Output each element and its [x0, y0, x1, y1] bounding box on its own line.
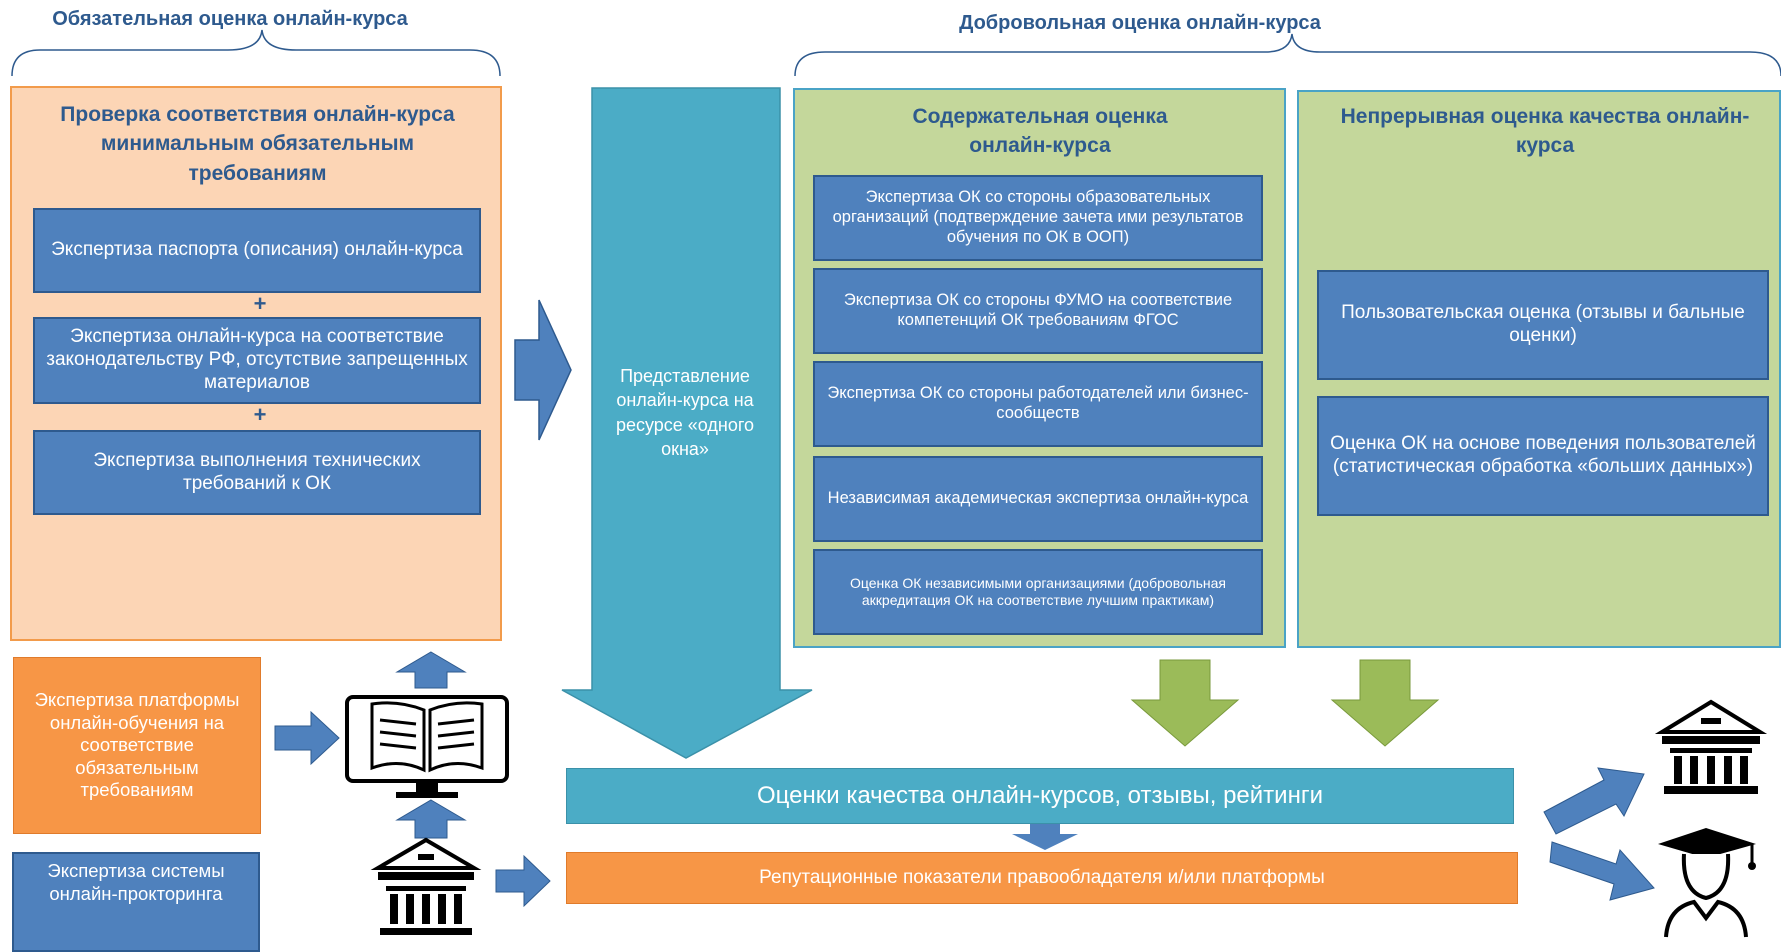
continuous-eval-title: Непрерывная оценка качества онлайн-курса	[1340, 105, 1750, 158]
graduate-icon	[1658, 828, 1756, 938]
institution-building-icon	[370, 837, 482, 935]
diagonal-down-arrow-icon	[1549, 841, 1655, 901]
diagonal-up-arrow-icon	[1543, 767, 1645, 835]
content-eval-item-academic: Независимая академическая экспертиза онл…	[813, 456, 1263, 542]
one-window-label: Представление онлайн-курса на ресурсе «о…	[615, 366, 755, 459]
building-right-arrow-icon	[495, 854, 551, 908]
mandatory-item-technical: Экспертиза выполнения технических требов…	[33, 430, 481, 515]
right-arrow-icon	[514, 299, 572, 441]
content-eval-item-fumo: Экспертиза ОК со стороны ФУМО на соответ…	[813, 268, 1263, 354]
content-eval-title: Содержательная оценка онлайн-курса	[912, 105, 1168, 158]
university-building-icon	[1654, 699, 1768, 794]
green-down-arrow-2	[1330, 659, 1440, 747]
mandatory-brace	[11, 29, 1781, 77]
online-course-monitor-icon	[345, 695, 509, 798]
content-eval-item-orgs: Экспертиза ОК со стороны образовательных…	[813, 175, 1263, 261]
one-window-arrow	[561, 87, 813, 759]
up-arrow-2-icon	[395, 799, 467, 839]
mandatory-title: Проверка соответствия онлайн-курса миним…	[60, 103, 455, 185]
platform-right-arrow-icon	[274, 710, 340, 766]
mandatory-item-legislation: Экспертиза онлайн-курса на соответствие …	[33, 317, 481, 404]
content-eval-item-employers: Экспертиза ОК со стороны работодателей и…	[813, 361, 1263, 447]
proctoring-label: Экспертиза системы онлайн-прокторинга	[47, 860, 225, 904]
mandatory-header: Обязательная оценка онлайн-курса	[52, 8, 408, 30]
ratings-bar: Оценки качества онлайн-курсов, отзывы, р…	[566, 768, 1514, 824]
continuous-eval-item-behavior: Оценка ОК на основе поведения пользовате…	[1317, 396, 1769, 516]
plus-sign-1: +	[253, 291, 267, 316]
reputation-bar: Репутационные показатели правообладателя…	[566, 852, 1518, 904]
small-down-arrow-icon	[1012, 824, 1078, 850]
platform-expertise-box: Экспертиза платформы онлайн-обучения на …	[13, 657, 261, 834]
continuous-eval-item-user: Пользовательская оценка (отзывы и бальны…	[1317, 270, 1769, 380]
mandatory-item-passport: Экспертиза паспорта (описания) онлайн-ку…	[33, 208, 481, 293]
plus-sign-2: +	[253, 402, 267, 427]
up-arrow-icon	[395, 651, 467, 689]
content-eval-item-accreditation: Оценка ОК независимыми организациями (до…	[813, 549, 1263, 635]
voluntary-header: Добровольная оценка онлайн-курса	[959, 12, 1321, 34]
green-down-arrow-1	[1130, 659, 1240, 747]
